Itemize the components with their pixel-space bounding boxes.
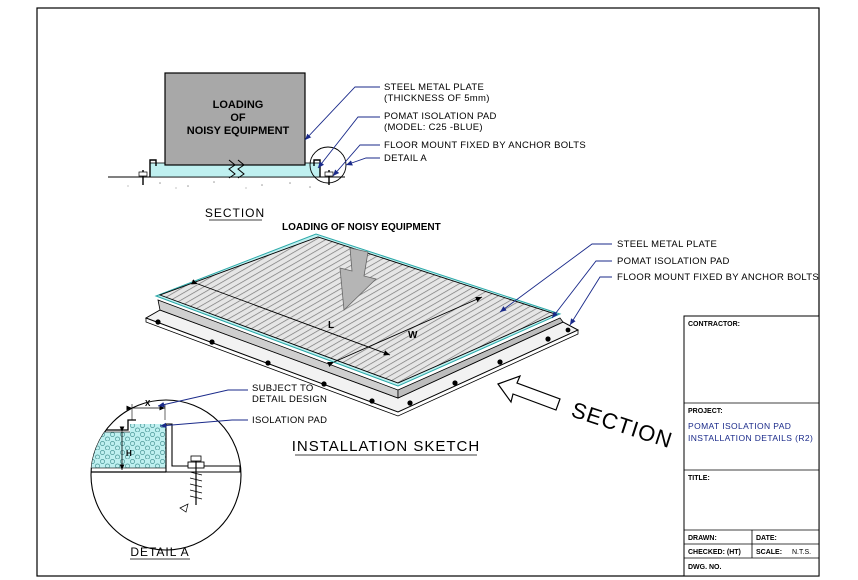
- date-label: DATE:: [756, 535, 777, 542]
- load-arrow: [339, 247, 377, 311]
- contractor-label: CONTRACTOR:: [688, 321, 740, 328]
- dimension-x-label: X: [145, 399, 151, 408]
- sheet-border: [36, 7, 820, 577]
- installation-sketch-title: INSTALLATION SKETCH: [292, 438, 480, 455]
- sketch-load-label: LOADING OF NOISY EQUIPMENT: [282, 222, 441, 233]
- detail-callout-isolation-pad: ISOLATION PAD: [252, 415, 327, 426]
- dimension-l-label: L: [328, 320, 334, 331]
- project-value-line-2: INSTALLATION DETAILS (R2): [688, 433, 813, 443]
- equipment-label-line-1: LOADING: [213, 99, 264, 111]
- section-title: SECTION: [205, 206, 265, 220]
- section-callout-thickness: (THICKNESS OF 5mm): [384, 93, 490, 104]
- title-label: TITLE:: [688, 475, 710, 482]
- checked-label: CHECKED: (HT): [688, 549, 741, 556]
- project-value-line-1: POMAT ISOLATION PAD: [688, 421, 791, 431]
- dimension-h-label: H: [126, 449, 132, 458]
- dwg-no-label: DWG. NO.: [688, 564, 721, 571]
- detail-isolation-pad: [91, 431, 169, 469]
- scale-value: N.T.S.: [792, 549, 811, 556]
- section-equipment-block: [164, 72, 306, 166]
- section-callout-detail-a: DETAIL A: [384, 153, 427, 164]
- section-callout-pomat-pad: POMAT ISOLATION PAD: [384, 111, 497, 122]
- installation-sketch: L W LOADING OF NOISY EQUIPMENT STEEL MET…: [144, 222, 819, 456]
- section-arrow-label: SECTION: [568, 397, 675, 453]
- section-callout-model: (MODEL: C25 -BLUE): [384, 122, 483, 133]
- sketch-callout-pomat-pad: POMAT ISOLATION PAD: [617, 256, 730, 267]
- dimension-w-label: W: [408, 330, 418, 341]
- section-callout-floor-mount: FLOOR MOUNT FIXED BY ANCHOR BOLTS: [384, 140, 586, 151]
- title-block: CONTRACTOR: PROJECT: POMAT ISOLATION PAD…: [683, 315, 820, 577]
- sketch-callout-steel-plate: STEEL METAL PLATE: [617, 239, 717, 250]
- detail-a-title: DETAIL A: [130, 545, 189, 559]
- section-anchor-bolt-left: [138, 170, 148, 185]
- equipment-label-line-3: NOISY EQUIPMENT: [187, 125, 290, 137]
- detail-callout-design: DETAIL DESIGN: [252, 394, 327, 405]
- section-view: LOADING OF NOISY EQUIPMENT STEEL METAL P…: [108, 72, 586, 221]
- equipment-label-line-2: OF: [230, 112, 246, 124]
- detail-callout-subject-to: SUBJECT TO: [252, 383, 314, 394]
- detail-a-view: X H SUBJECT TO DETAIL DESIGN ISOLATION P…: [90, 383, 327, 560]
- section-direction-arrow: [497, 374, 561, 411]
- section-callout-steel-plate: STEEL METAL PLATE: [384, 82, 484, 93]
- sketch-callout-floor-mount: FLOOR MOUNT FIXED BY ANCHOR BOLTS: [617, 272, 819, 283]
- drawn-label: DRAWN:: [688, 535, 717, 542]
- scale-label: SCALE:: [756, 549, 782, 556]
- project-label: PROJECT:: [688, 408, 723, 415]
